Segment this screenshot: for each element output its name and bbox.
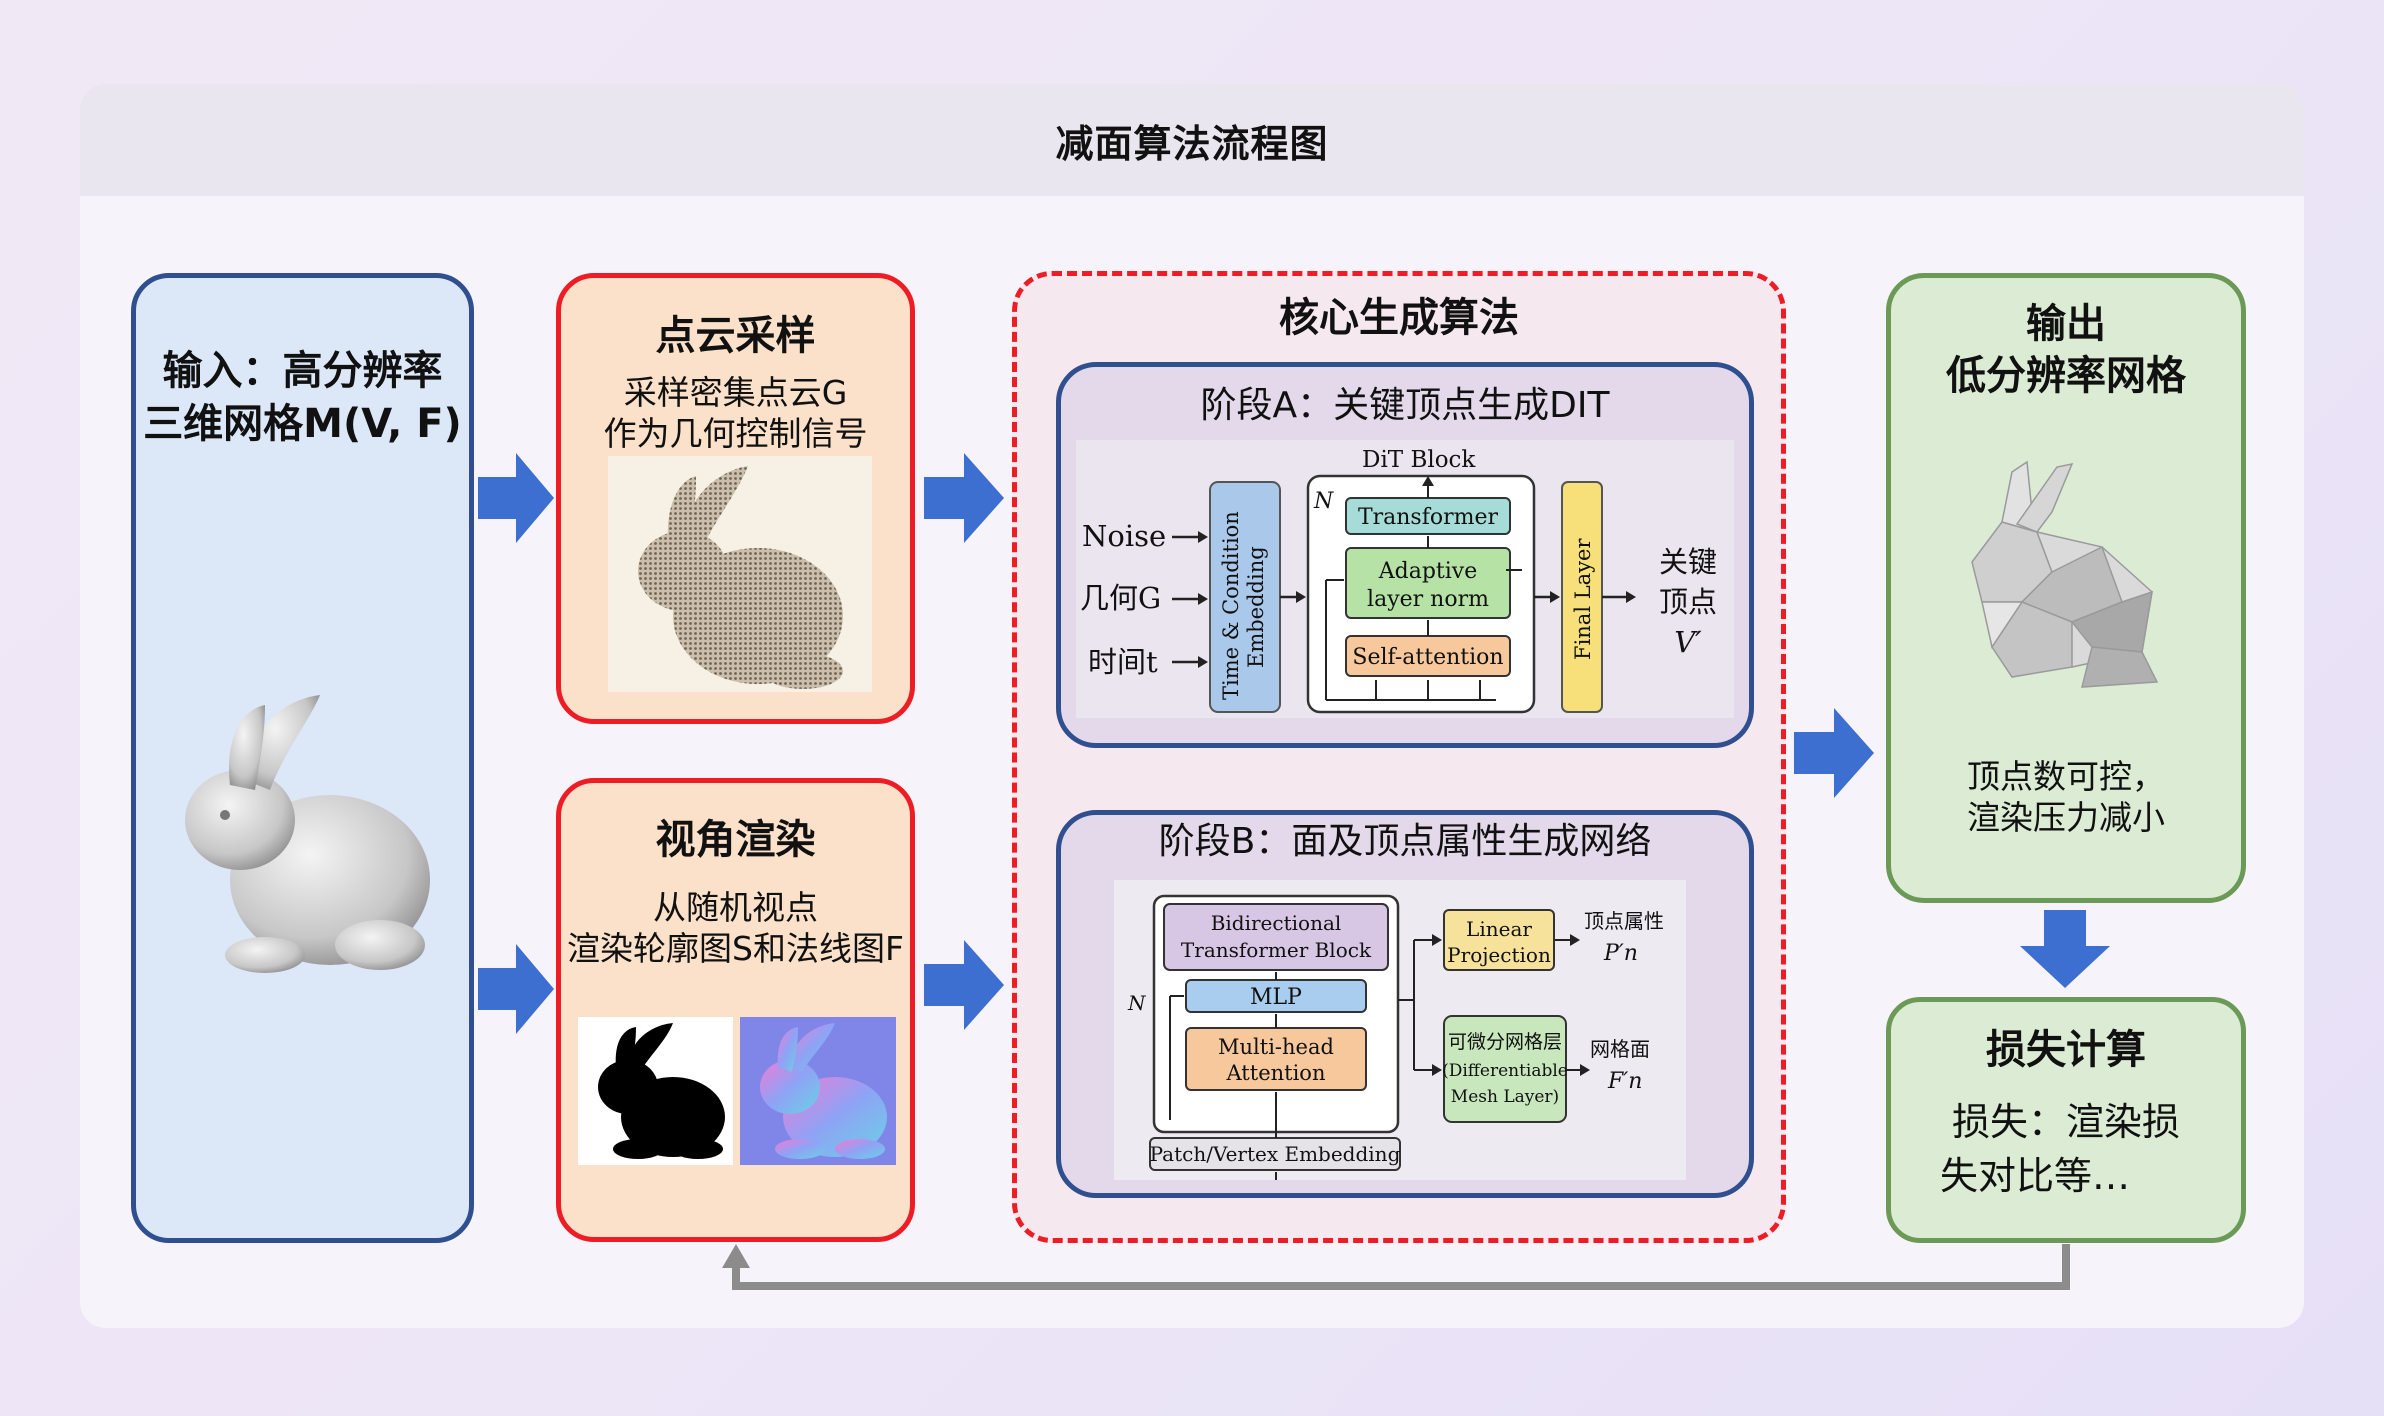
linear-projection-block (1443, 909, 1555, 971)
arrow-sample-to-core (924, 453, 1004, 543)
loss-line1: 损失：渲染损 (1951, 1100, 2180, 1144)
mesh-line3: Mesh Layer) (1451, 1087, 1559, 1107)
loss-box (1886, 997, 2246, 1243)
sample-line2: 作为几何控制信号 (603, 414, 868, 453)
final-layer-label: Final Layer (1571, 538, 1595, 660)
bunny-hires-image (185, 695, 430, 973)
arrow-input-to-sample (478, 453, 554, 543)
bunny-lowpoly-image (1971, 460, 2159, 688)
arrow-core-to-output (1794, 708, 1874, 798)
stage-a-title: 阶段A：关键顶点生成DIT (1200, 385, 1610, 426)
feedback-loop-arrow (722, 1244, 2070, 1290)
vertex-attr-line1: 顶点属性 (1584, 909, 1664, 933)
render-line2: 渲染轮廓图S和法线图F (567, 929, 904, 968)
input-time: 时间t (1088, 645, 1158, 679)
stage-b-network-figure: Bidirectional Transformer Block MLP N Mu… (1114, 880, 1686, 1180)
input-box (131, 273, 474, 1243)
loss-title: 损失计算 (1986, 1027, 2146, 1073)
mha-line1: Multi-head (1218, 1035, 1334, 1059)
normal-map-image (740, 1017, 896, 1165)
linear-line1: Linear (1466, 917, 1532, 941)
output-desc1: 顶点数可控， (1967, 757, 2165, 796)
input-geometry: 几何G (1080, 581, 1161, 615)
key-vertex-line2: 顶点 (1659, 585, 1717, 619)
output-line2: 低分辨率网格 (1946, 353, 2186, 399)
patch-embedding-label: Patch/Vertex Embedding (1150, 1142, 1401, 1166)
output-desc2: 渲染压力减小 (1967, 798, 2165, 837)
stage-a-dit-figure: Noise 几何G 时间t Time & Condition Embedding… (1076, 440, 1734, 718)
sample-line1: 采样密集点云G (623, 373, 848, 412)
sample-title: 点云采样 (655, 313, 816, 359)
bidirectional-header (1163, 903, 1389, 971)
input-line1: 输入：高分辨率 (162, 348, 443, 394)
stage-b-n-label: N (1127, 991, 1147, 1015)
mesh-line2: (Differentiable (1442, 1061, 1568, 1081)
adaptive-line1: Adaptive (1378, 559, 1478, 584)
diff-mesh-layer-block (1443, 1015, 1567, 1123)
key-vertex-line3: V′ (1674, 625, 1702, 659)
bidir-line1: Bidirectional (1211, 911, 1342, 935)
diagram-title: 减面算法流程图 (1055, 121, 1329, 166)
arrow-output-to-loss (2020, 910, 2110, 988)
key-vertex-line1: 关键 (1659, 545, 1717, 579)
dit-block-label: DiT Block (1362, 447, 1476, 473)
mha-line2: Attention (1226, 1061, 1326, 1085)
transformer-label: Transformer (1358, 505, 1499, 530)
output-line1: 输出 (2026, 301, 2106, 347)
mesh-line1: 可微分网格层 (1448, 1031, 1562, 1053)
input-line2: 三维网格M(V, F) (143, 401, 462, 447)
render-line1: 从随机视点 (653, 888, 818, 927)
bidir-line2: Transformer Block (1181, 938, 1372, 962)
dit-n-label: N (1313, 489, 1334, 514)
input-noise: Noise (1082, 519, 1166, 553)
self-attention-label: Self-attention (1352, 645, 1503, 670)
embedding-line1: Time & Condition (1219, 511, 1243, 700)
stage-b-title: 阶段B：面及顶点属性生成网络 (1158, 821, 1652, 862)
arrow-render-to-core (924, 940, 1004, 1030)
mlp-label: MLP (1250, 985, 1302, 1010)
linear-line2: Projection (1447, 943, 1551, 967)
mesh-face-line1: 网格面 (1590, 1037, 1650, 1061)
vertex-attr-line2: P′n (1603, 941, 1638, 966)
arrow-input-to-render (478, 944, 554, 1034)
loss-line2: 失对比等… (1940, 1154, 2131, 1198)
mesh-face-line2: F′n (1607, 1069, 1642, 1094)
point-cloud-image (608, 456, 872, 692)
core-title: 核心生成算法 (1279, 295, 1519, 341)
adaptive-line2: layer norm (1367, 587, 1489, 612)
silhouette-image (578, 1017, 733, 1165)
render-title: 视角渲染 (655, 817, 816, 863)
diagram-header: 减面算法流程图 (80, 84, 2304, 196)
embedding-line2: Embedding (1244, 546, 1268, 668)
